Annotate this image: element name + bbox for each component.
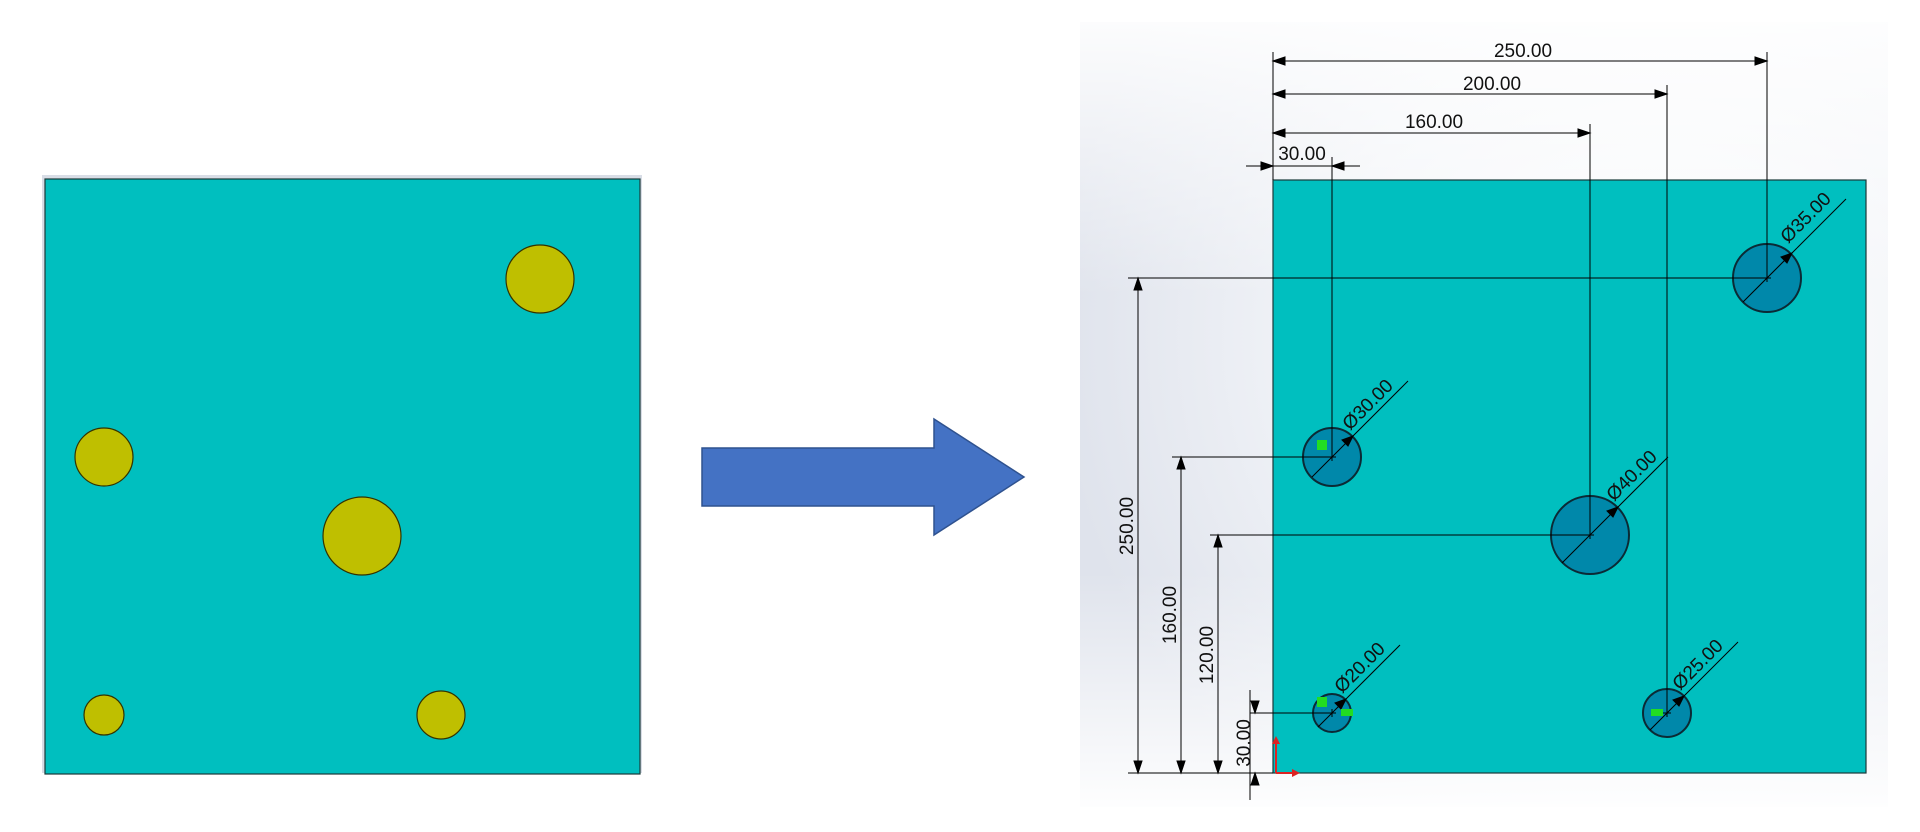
left-hole-20 [83,694,125,736]
vertical-extension-lines [1272,52,1768,713]
left-hole-40 [322,496,402,576]
dim-h-200-label[interactable]: 200.00 [1463,74,1521,95]
diameter-leaders [1311,198,1847,731]
left-part-view [42,175,642,775]
dim-h-250-label[interactable]: 250.00 [1494,41,1552,62]
horizontal-extension-lines [1128,277,1767,800]
origin-axes-icon [1272,736,1300,777]
vertical-dimension-lines [1133,276,1260,786]
dim-h-30-label[interactable]: 30.00 [1278,144,1326,165]
left-hole-30 [74,427,134,487]
right-arrow-icon [701,417,1026,537]
coincident-constraint-icon[interactable] [1317,440,1663,716]
horizontal-dimension-lines [1246,56,1769,171]
left-hole-25 [416,690,466,740]
dim-v-250-label[interactable]: 250.00 [1117,497,1138,555]
dim-h-160-label[interactable]: 160.00 [1405,112,1463,133]
dim-v-120-label[interactable]: 120.00 [1197,626,1218,684]
dim-v-30-label[interactable]: 30.00 [1234,719,1255,767]
right-sketch-view: 250.00 200.00 160.00 30.00 250.00 160.00… [1080,22,1888,807]
left-hole-35 [505,244,575,314]
dim-v-160-label[interactable]: 160.00 [1160,586,1181,644]
